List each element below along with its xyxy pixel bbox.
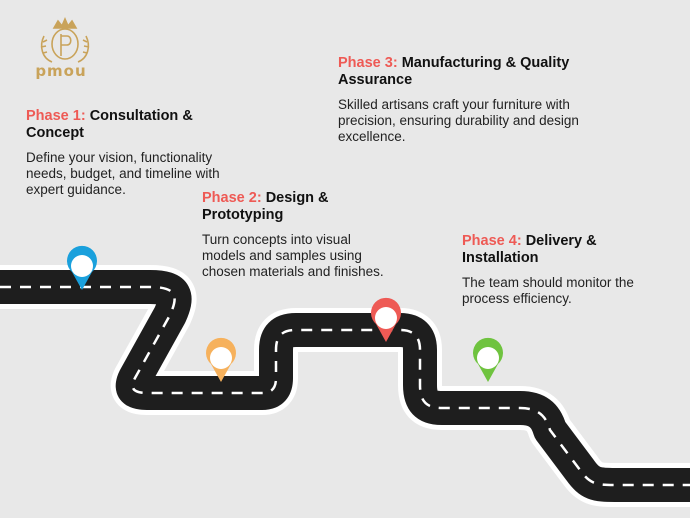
phase-3-description: Skilled artisans craft your furniture wi… [338,97,579,144]
pin-phase-3-icon [371,297,401,342]
road-asphalt [0,270,690,502]
phase-2-block: Phase 2: Design & Prototyping Turn conce… [202,190,397,280]
phase-1-heading: Consultation & Concept [26,108,193,141]
phase-3-block: Phase 3: Manufacturing & Quality Assuran… [338,55,583,145]
phase-4-block: Phase 4: Delivery & Installation The tea… [462,233,662,307]
phase-2-label: Phase 2: [202,190,262,206]
phase-3-title: Phase 3: Manufacturing & Quality Assuran… [338,55,583,89]
phase-2-heading: Design & Prototyping [202,190,329,223]
phase-3-heading: Manufacturing & Quality Assurance [338,55,570,88]
phase-4-label: Phase 4: [462,233,522,249]
phase-1-label: Phase 1: [26,108,86,124]
phase-1-title: Phase 1: Consultation & Concept [26,108,246,142]
pin-phase-1-icon [67,245,97,290]
phase-2-description: Turn concepts into visual models and sam… [202,232,384,279]
phase-1-description: Define your vision, functionality needs,… [26,150,220,197]
phase-2-title: Phase 2: Design & Prototyping [202,190,397,224]
pin-phase-2-icon [206,337,236,382]
phase-3-label: Phase 3: [338,55,398,71]
logo-text: pmou [35,62,87,80]
phase-4-heading: Delivery & Installation [462,233,597,266]
crown-crest-icon [40,16,90,63]
phase-4-description: The team should monitor the process effi… [462,275,634,306]
phase-1-block: Phase 1: Consultation & Concept Define y… [26,108,246,198]
phase-4-title: Phase 4: Delivery & Installation [462,233,662,267]
road-center-dashes [0,285,690,487]
pin-phase-4-icon [473,337,503,382]
